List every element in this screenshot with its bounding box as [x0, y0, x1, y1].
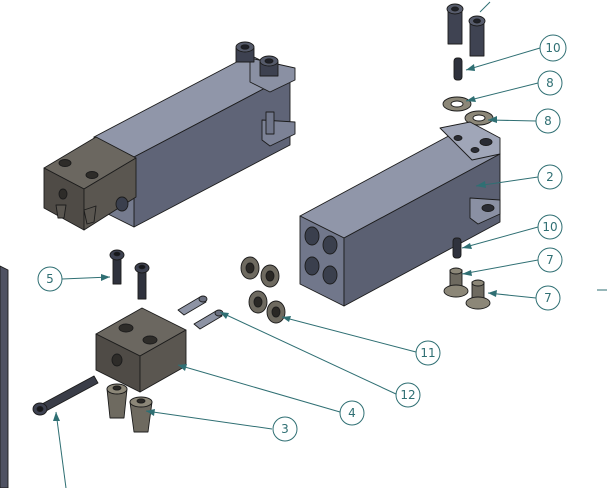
flat-head-screws — [443, 267, 491, 310]
long-socket-screw — [32, 375, 99, 416]
balloon-7-upper: 7 — [537, 247, 563, 273]
balloon-8-upper: 8 — [537, 70, 563, 96]
balloon-10-lower-label: 10 — [542, 220, 557, 234]
leader-lines — [55, 1, 607, 488]
balloon-11: 11 — [415, 340, 441, 366]
leader-arrowheads — [53, 64, 497, 421]
balloon-10-lower: 10 — [537, 214, 563, 240]
assembled-long-block — [43, 41, 296, 231]
balloon-10-upper-label: 10 — [545, 41, 560, 55]
long-block-part-2 — [299, 121, 501, 307]
cap-screws-top-right — [446, 3, 486, 57]
balloon-12: 12 — [395, 382, 421, 408]
balloon-8-upper-label: 8 — [546, 76, 554, 90]
balloon-12-label: 12 — [400, 388, 415, 402]
washers — [442, 96, 494, 126]
pins-part-12 — [177, 295, 224, 330]
balloon-3-label: 3 — [281, 422, 289, 436]
balloon-11-label: 11 — [420, 346, 435, 360]
partial-part-left-edge — [0, 265, 9, 488]
balloon-3: 3 — [272, 416, 298, 442]
bronze-block-part-4 — [95, 307, 187, 393]
balloon-10-upper: 10 — [539, 34, 567, 62]
balloon-7-upper-label: 7 — [546, 253, 554, 267]
balloon-5-label: 5 — [46, 272, 54, 286]
balloon-5: 5 — [37, 266, 63, 292]
balloon-8-lower-label: 8 — [544, 114, 552, 128]
balloon-2-label: 2 — [546, 170, 554, 184]
balloon-7-lower-label: 7 — [544, 291, 552, 305]
set-screw-lower — [452, 237, 462, 259]
balloon-4: 4 — [339, 400, 365, 426]
set-screw-upper — [453, 57, 463, 81]
nozzle-tips-part-3 — [106, 383, 153, 433]
balloon-8-lower: 8 — [535, 108, 561, 134]
balloon-4-label: 4 — [348, 406, 356, 420]
balloon-7-lower: 7 — [535, 285, 561, 311]
cap-screws-part-5 — [109, 249, 150, 300]
bushings-part-11 — [240, 256, 286, 324]
balloon-2: 2 — [537, 164, 563, 190]
